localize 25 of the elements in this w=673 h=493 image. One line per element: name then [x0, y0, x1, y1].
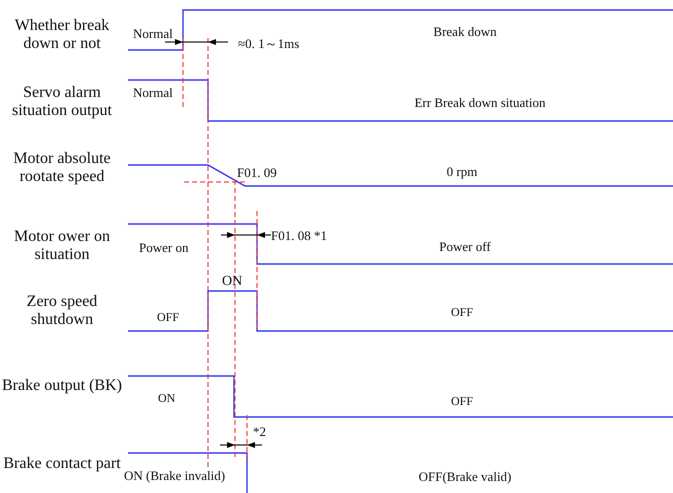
signal-name: Brake contact part: [2, 455, 122, 474]
state-label: OFF: [450, 395, 474, 409]
time-annotation: ≈0. 1～1ms: [238, 37, 300, 52]
signal-name: Whether break down or not: [14, 17, 110, 54]
state-label: ON: [222, 274, 242, 290]
parameter-label: F01. 08 *1: [271, 229, 327, 244]
signal-name: Servo alarm situation output: [11, 84, 113, 121]
state-label: OFF: [157, 311, 180, 325]
state-label: Err Break down situation: [413, 96, 547, 111]
signal-name: Motor ower on situation: [13, 228, 111, 265]
state-label: Power off: [438, 240, 492, 255]
state-label: Normal: [133, 27, 173, 42]
signal-name: Motor absolute rootate speed: [12, 150, 112, 187]
state-label: 0 rpm: [446, 165, 478, 180]
state-label: Power on: [139, 241, 188, 256]
signal-name: Zero speed shutdown: [26, 293, 98, 330]
state-label: Break down: [432, 25, 498, 40]
signal-name: Brake output (BK): [1, 377, 123, 396]
state-label: ON: [158, 392, 176, 406]
state-label: ON (Brake invalid): [124, 469, 226, 484]
note-mark: *2: [253, 425, 266, 440]
state-label: OFF: [450, 306, 474, 320]
state-label: Normal: [133, 86, 173, 101]
state-label: OFF(Brake valid): [418, 470, 512, 485]
parameter-label: F01. 09: [237, 166, 277, 181]
